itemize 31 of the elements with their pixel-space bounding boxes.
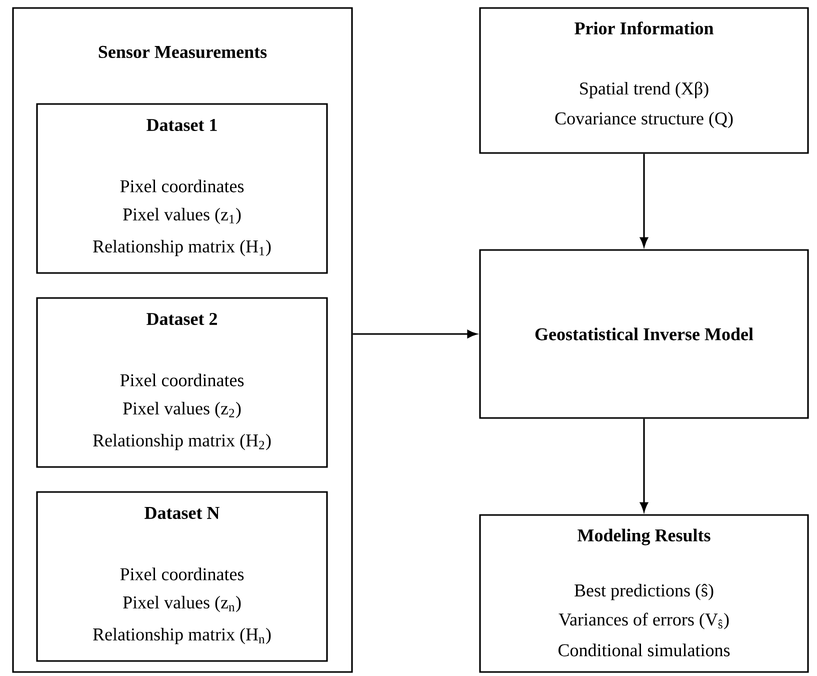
box-heading: Dataset N xyxy=(144,507,220,519)
box-text: Relationship matrix (H$_{n}$) xyxy=(93,628,271,644)
arrow xyxy=(352,330,477,338)
box-text: Pixel values (z$_{n}$) xyxy=(123,596,241,612)
box-text: Covariance structure (Q) xyxy=(555,112,733,128)
box-text: Variances of errors (V$_{ŝ}$) xyxy=(558,612,729,630)
box-text: Relationship matrix (H$_{1}$) xyxy=(93,240,271,256)
box-text: Conditional simulations xyxy=(558,644,730,656)
box-heading: Dataset 2 xyxy=(146,312,217,326)
box-heading: Sensor Measurements xyxy=(98,46,267,58)
box-heading: Geostatistical Inverse Model xyxy=(535,328,754,340)
box-text: Relationship matrix (H$_{2}$) xyxy=(93,434,271,450)
box-text: Pixel coordinates xyxy=(120,568,244,580)
dataset-box xyxy=(36,297,328,468)
box-heading: Dataset 1 xyxy=(146,118,217,132)
group-box xyxy=(12,7,353,673)
arrow xyxy=(640,154,648,247)
box-heading: Modeling Results xyxy=(578,528,710,546)
dataset-box xyxy=(36,103,328,274)
input-box xyxy=(479,7,809,154)
box-text: Pixel values (z$_{2}$) xyxy=(123,402,241,418)
box-text: Pixel values (z$_{1}$) xyxy=(123,208,241,224)
arrow xyxy=(640,418,648,512)
box-text: Pixel coordinates xyxy=(120,180,244,192)
box-text: Pixel coordinates xyxy=(120,374,244,386)
process-box xyxy=(479,249,809,419)
box-text: Best predictions (ŝ) xyxy=(574,584,714,600)
box-text: Spatial trend (Xβ) xyxy=(580,82,708,98)
dataset-box xyxy=(36,491,328,662)
output-box xyxy=(479,514,809,673)
box-heading: Prior Information xyxy=(574,22,714,34)
